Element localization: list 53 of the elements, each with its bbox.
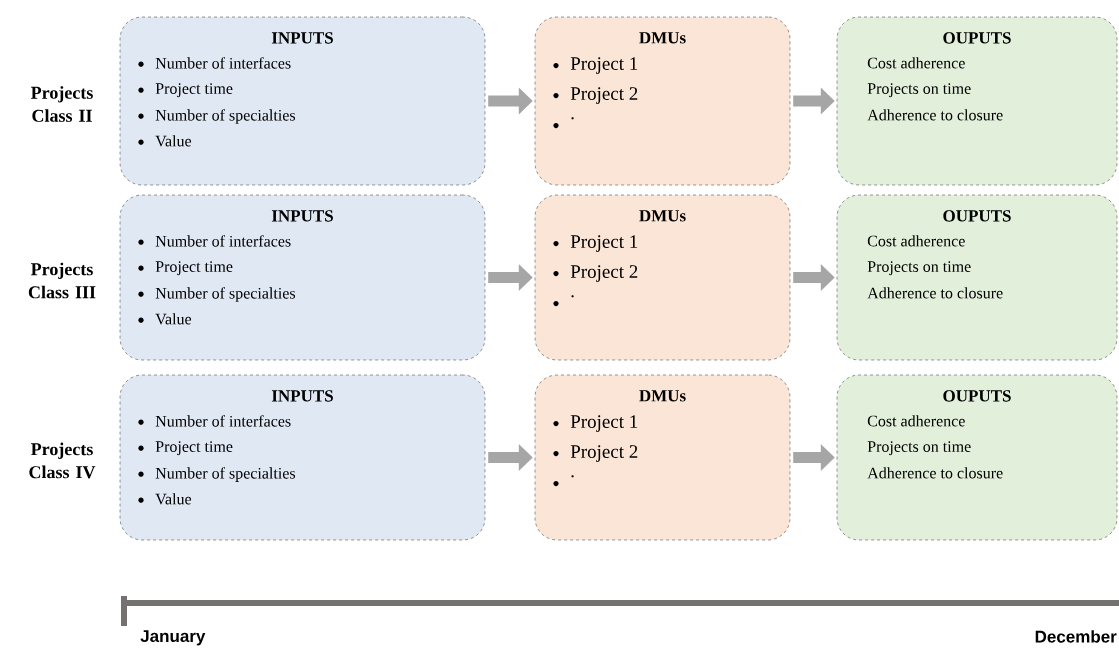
list-item: Projects on time <box>867 261 971 276</box>
bullet-item: Project 1 <box>553 415 638 432</box>
list-item: Projects on time <box>867 441 971 456</box>
row-label: Projects Class IV <box>29 442 96 479</box>
box-heading: DMUs <box>639 32 686 44</box>
bullet-item: Value <box>138 135 192 147</box>
box-heading: OUPUTS <box>943 210 1011 222</box>
timeline-label: January <box>140 630 206 646</box>
row-label: Projects Class III <box>28 262 96 299</box>
bullet-item: Project 1 <box>553 235 638 252</box>
box-heading: OUPUTS <box>943 390 1011 402</box>
bullet-item: Project 1 <box>553 57 638 74</box>
list-item: Cost adherence <box>867 415 965 427</box>
row-label: Projects Class II <box>31 86 93 122</box>
box-heading: OUPUTS <box>943 32 1011 44</box>
bullet-item: Value <box>138 493 192 505</box>
bullet-item: Project 2 <box>553 445 638 462</box>
box-heading: INPUTS <box>271 210 333 222</box>
input-box <box>119 374 486 541</box>
list-item: Adherence to closure <box>867 467 1003 479</box>
bullet-item: Project 2 <box>553 265 638 282</box>
box-heading: DMUs <box>639 390 686 402</box>
output-box <box>836 194 1118 361</box>
bullet-item: Value <box>138 313 192 325</box>
bullet-item: . <box>553 295 574 307</box>
bullet-item: Number of specialties <box>138 109 296 124</box>
list-item: Adherence to closure <box>867 287 1003 299</box>
box-heading: INPUTS <box>271 390 333 402</box>
dmu-box <box>534 374 791 541</box>
dmu-box <box>534 16 791 186</box>
bullet-item: Project 2 <box>553 87 638 104</box>
bullet-item: Project time <box>138 261 233 276</box>
bullet-item: Number of interfaces <box>138 57 291 69</box>
bullet-item: . <box>553 475 574 487</box>
box-heading: DMUs <box>639 210 686 222</box>
bullet-item: Number of interfaces <box>138 235 291 247</box>
bullet-item: Number of specialties <box>138 287 296 302</box>
list-item: Cost adherence <box>867 235 965 247</box>
output-box <box>836 16 1118 186</box>
bullet-item: Number of specialties <box>138 467 296 482</box>
bullet-item: Project time <box>138 83 233 98</box>
input-box <box>119 16 486 186</box>
box-heading: INPUTS <box>271 32 333 44</box>
dmu-box <box>534 194 791 361</box>
list-item: Cost adherence <box>867 57 965 69</box>
bullet-item: Number of interfaces <box>138 415 291 427</box>
timeline-label: December <box>1035 630 1117 643</box>
list-item: Adherence to closure <box>867 109 1003 121</box>
bullet-item: . <box>553 117 574 129</box>
output-box <box>836 374 1118 541</box>
bullet-item: Project time <box>138 441 233 456</box>
list-item: Projects on time <box>867 83 971 98</box>
input-box <box>119 194 486 361</box>
